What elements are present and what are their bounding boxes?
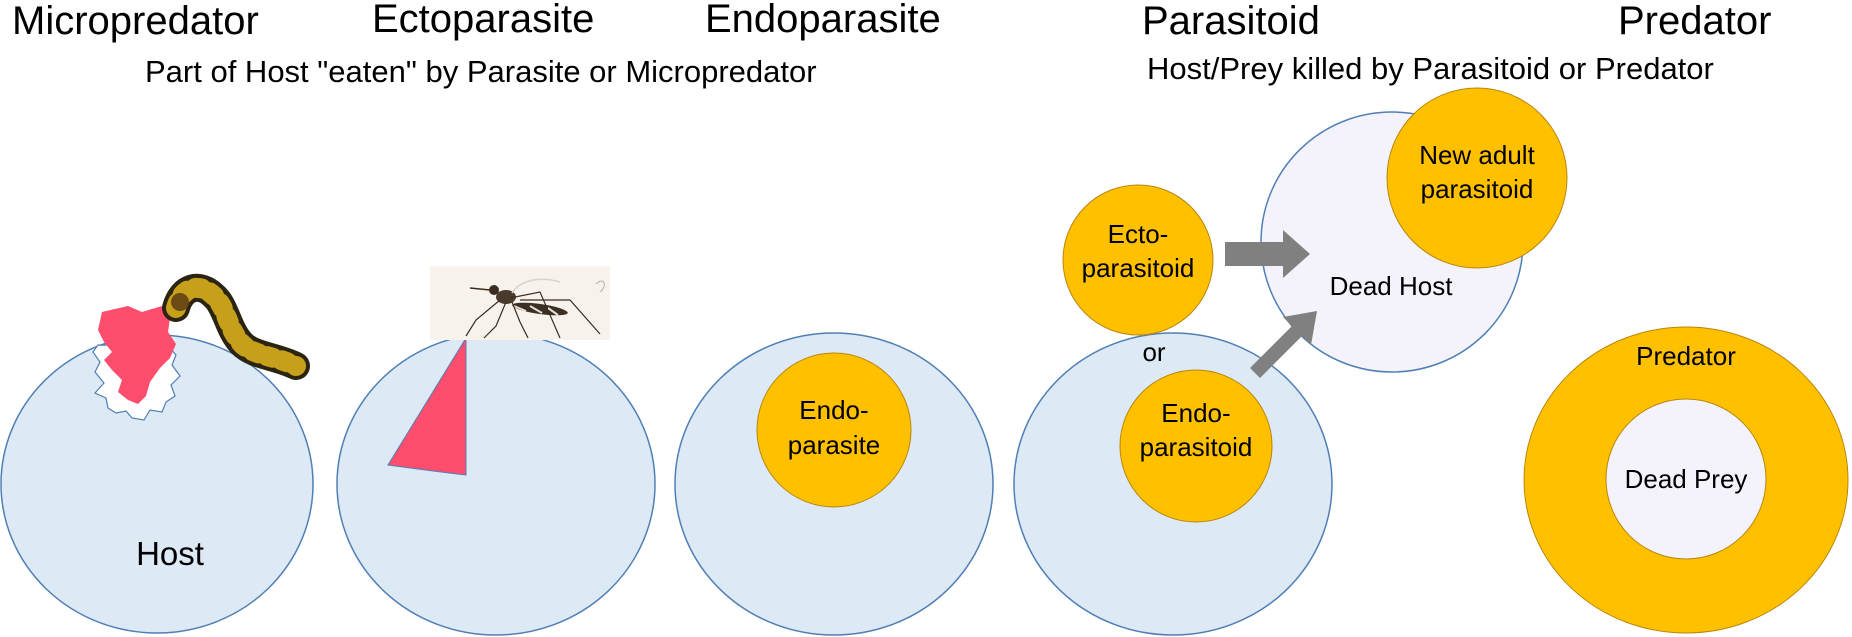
endoparasite-label-line1: Endo- xyxy=(799,395,868,425)
heading-ectoparasite: Ectoparasite xyxy=(372,0,594,41)
ectoparasitoid-label-line1: Ecto- xyxy=(1108,219,1169,249)
arrow-right-icon xyxy=(1225,230,1310,278)
heading-predator: Predator xyxy=(1618,0,1771,43)
host-circle xyxy=(336,332,656,636)
ectoparasitoid-label-line2: parasitoid xyxy=(1082,253,1195,283)
host-label: Host xyxy=(136,535,204,572)
endoparasite-host: Endo- parasite xyxy=(674,332,994,636)
endoparasite-circle xyxy=(756,352,912,508)
endoparasitoid-label-line1: Endo- xyxy=(1161,398,1230,428)
endoparasitoid-label-line2: parasitoid xyxy=(1140,432,1253,462)
heading-endoparasite: Endoparasite xyxy=(705,0,941,41)
new-adult-label-line2: parasitoid xyxy=(1421,174,1534,204)
or-label: or xyxy=(1142,337,1165,367)
parasitoid-group: New adult parasitoid Dead Host Endo- par… xyxy=(1013,87,1568,636)
micropredator-host: Host xyxy=(0,273,314,634)
micropredator-blob xyxy=(98,306,176,404)
predator-group: Predator Dead Prey xyxy=(1523,326,1849,634)
dead-prey-circle xyxy=(1605,398,1767,560)
new-adult-label-line1: New adult xyxy=(1419,140,1535,170)
arrow-up-right-icon xyxy=(1250,311,1317,378)
heading-parasitoid: Parasitoid xyxy=(1142,0,1320,43)
caterpillar-icon xyxy=(162,273,310,380)
subtitle-eaten: Part of Host "eaten" by Parasite or Micr… xyxy=(145,54,817,89)
predator-label: Predator xyxy=(1636,341,1736,371)
ectoparasitoid-circle xyxy=(1062,184,1214,336)
eaten-wedge xyxy=(387,336,467,476)
endoparasite-label-line2: parasite xyxy=(788,430,881,460)
ectoparasite-host xyxy=(336,266,656,636)
dead-host-label: Dead Host xyxy=(1330,271,1454,301)
subtitle-killed: Host/Prey killed by Parasitoid or Predat… xyxy=(1147,51,1714,86)
new-adult-parasitoid-circle xyxy=(1386,87,1568,269)
mosquito-icon xyxy=(430,266,610,340)
heading-micropredator: Micropredator xyxy=(12,0,259,43)
dead-prey-label: Dead Prey xyxy=(1625,464,1748,494)
endoparasitoid-circle xyxy=(1119,369,1273,523)
